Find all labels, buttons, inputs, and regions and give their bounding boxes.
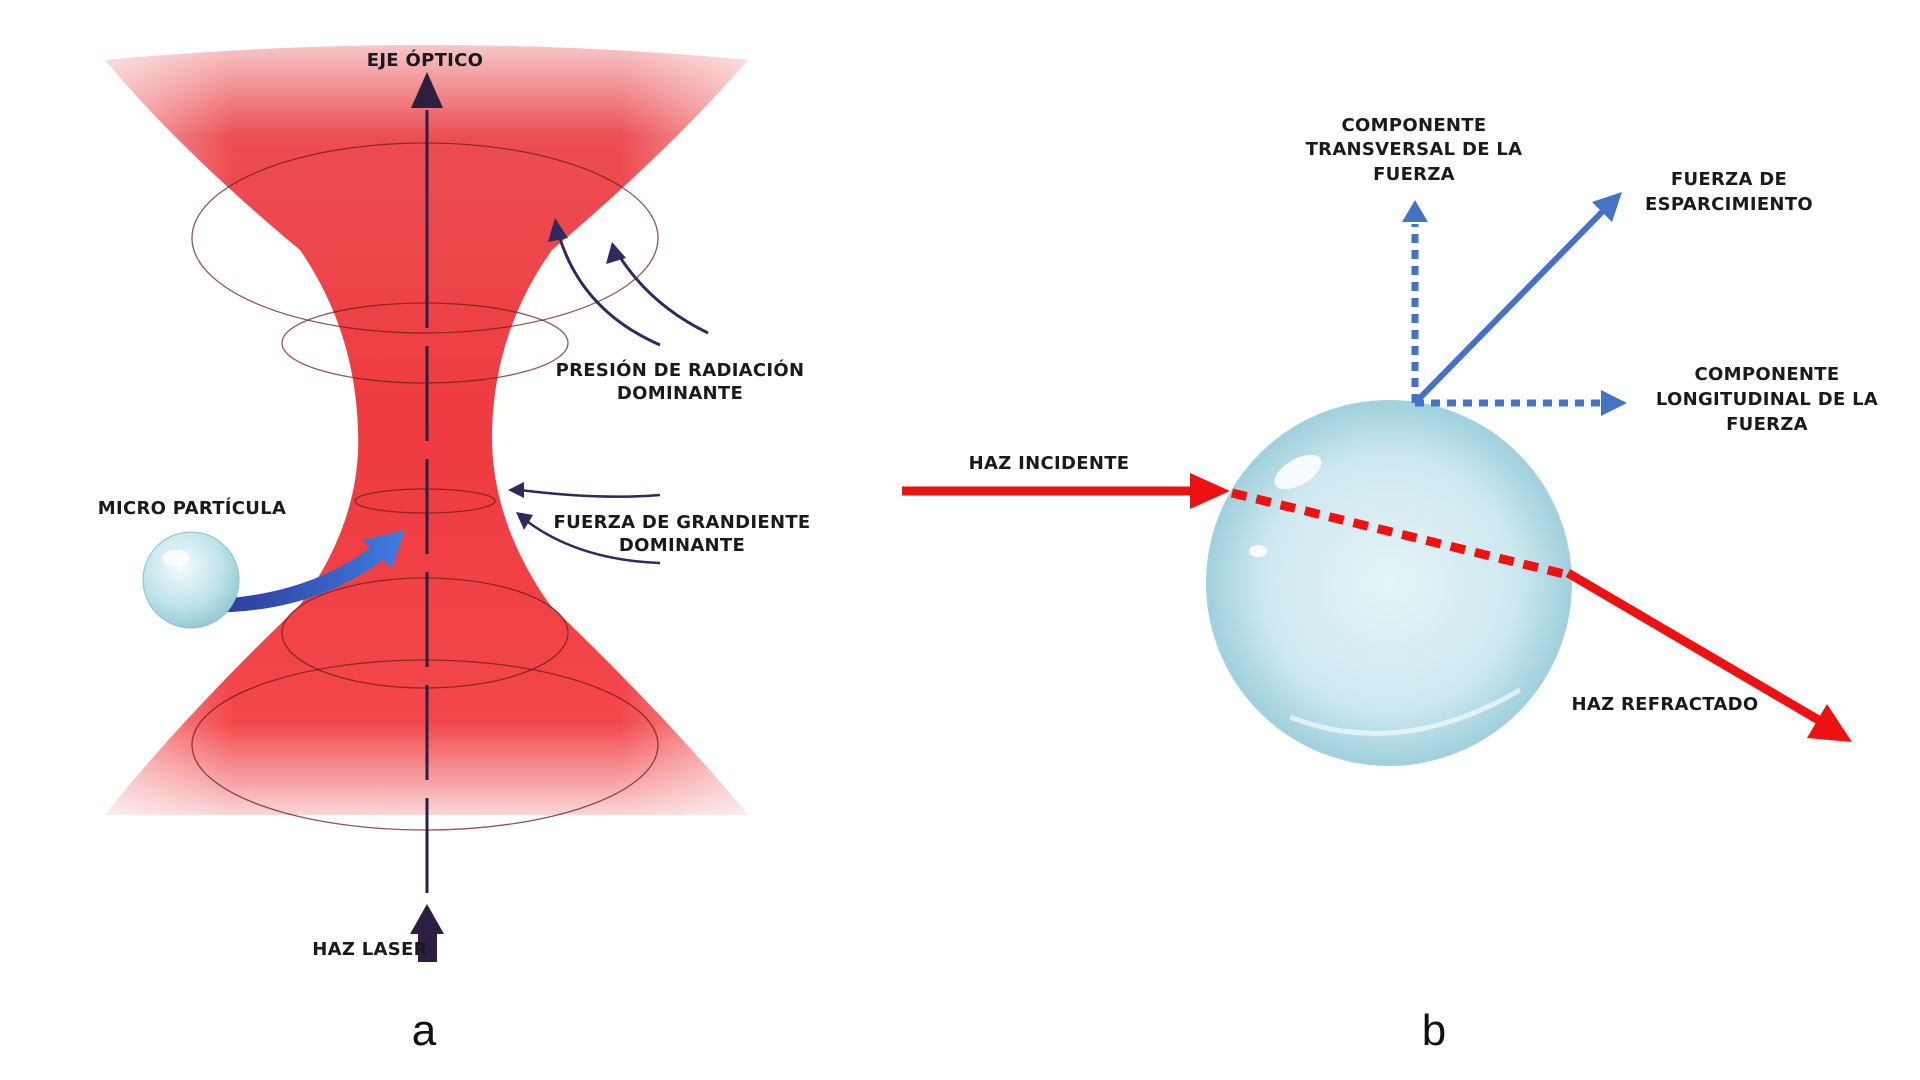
panel-b-letter: b — [1422, 1006, 1446, 1055]
panel-b: COMPONENTE TRANSVERSAL DE LA FUERZA FUER… — [902, 115, 1878, 1055]
force-vectors — [1402, 192, 1627, 416]
incident-beam-label: HAZ INCIDENTE — [969, 453, 1130, 474]
laser-beam-label: HAZ LASER — [312, 939, 428, 960]
wavefront-bottom — [191, 659, 659, 831]
radiation-pressure-arrows — [556, 231, 709, 347]
longitudinal-component-arrowhead — [1601, 390, 1627, 416]
panel-a-letter: a — [412, 1006, 437, 1055]
sphere-highlight-small — [1249, 545, 1267, 557]
micro-particle-label: MICRO PARTÍCULA — [98, 497, 286, 519]
transverse-label-line2: TRANSVERSAL DE LA — [1306, 139, 1523, 160]
scattering-label-line1: FUERZA DE — [1671, 169, 1787, 190]
gradient-arrowhead-1 — [508, 482, 524, 498]
gradient-arrow-1 — [519, 488, 661, 498]
radiation-arrow-2 — [616, 253, 709, 335]
gradient-force-label-line1: FUERZA DE GRANDIENTE — [553, 512, 810, 533]
micro-particle-highlight — [162, 550, 190, 566]
panel-a: EJE ÓPTICO PRESIÓN DE RADIACIÓN DOMINANT… — [98, 45, 810, 1055]
refracted-beam-arrowhead — [1807, 704, 1852, 742]
scattering-label-line2: ESPARCIMIENTO — [1645, 194, 1813, 215]
refracted-beam-line — [1565, 569, 1825, 726]
transverse-label-line3: FUERZA — [1373, 164, 1455, 185]
transverse-component-arrowhead — [1402, 200, 1428, 222]
sphere-rim-shading — [1289, 687, 1522, 736]
wavefront-lower — [281, 577, 569, 689]
optical-axis-arrowhead — [411, 72, 443, 108]
scattering-force-vector — [1412, 207, 1607, 406]
gradient-force-label-line2: DOMINANTE — [619, 535, 745, 556]
gradient-arrowhead-2 — [516, 512, 533, 530]
longitudinal-label-line2: LONGITUDINAL DE LA — [1656, 389, 1878, 410]
gradient-force-arrows — [519, 488, 661, 565]
radiation-arrowhead-1 — [548, 218, 568, 242]
laser-input-arrowhead — [410, 904, 444, 934]
longitudinal-label-line3: FUERZA — [1726, 414, 1808, 435]
scattering-force-arrowhead — [1592, 192, 1622, 222]
gradient-arrow-2 — [527, 520, 661, 565]
transverse-label-line1: COMPONENTE — [1342, 115, 1487, 136]
optical-axis-label: EJE ÓPTICO — [367, 49, 484, 71]
radiation-pressure-label-line2: DOMINANTE — [617, 383, 743, 404]
laser-input-arrow-shaft — [418, 932, 437, 962]
dielectric-sphere — [1206, 400, 1572, 766]
sphere-highlight-large — [1274, 454, 1322, 490]
wavefront-ellipses — [191, 142, 659, 831]
radiation-arrowhead-2 — [606, 242, 626, 264]
wavefront-upper — [281, 302, 569, 384]
micro-particle-sphere — [142, 531, 240, 629]
radiation-arrow-1 — [556, 231, 661, 347]
wavefront-top — [191, 142, 659, 334]
radiation-pressure-label-line1: PRESIÓN DE RADIACIÓN — [556, 359, 805, 381]
wavefront-waist — [354, 488, 496, 514]
longitudinal-label-line1: COMPONENTE — [1695, 364, 1840, 385]
internal-beam-dashed — [1230, 488, 1570, 580]
refracted-beam-label: HAZ REFRACTADO — [1571, 694, 1758, 715]
incident-beam-arrowhead — [1190, 473, 1230, 509]
